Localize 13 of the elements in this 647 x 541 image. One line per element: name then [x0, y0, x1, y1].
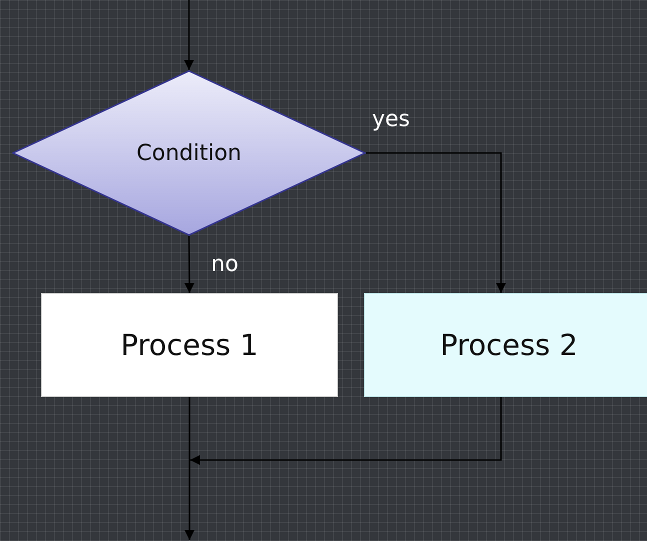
edge-label: yes	[372, 107, 410, 132]
process-label: Process 2	[440, 328, 578, 362]
arrow	[366, 152, 506, 293]
process-label: Process 1	[120, 328, 258, 362]
process-box	[41, 293, 338, 397]
decision-diamond	[12, 70, 366, 236]
arrow	[184, 0, 194, 70]
arrow	[184, 236, 194, 293]
process-box	[364, 293, 647, 397]
condition-label: Condition	[136, 140, 242, 166]
edge-label: no	[211, 252, 238, 277]
arrow	[184, 397, 194, 540]
arrow	[190, 397, 502, 465]
